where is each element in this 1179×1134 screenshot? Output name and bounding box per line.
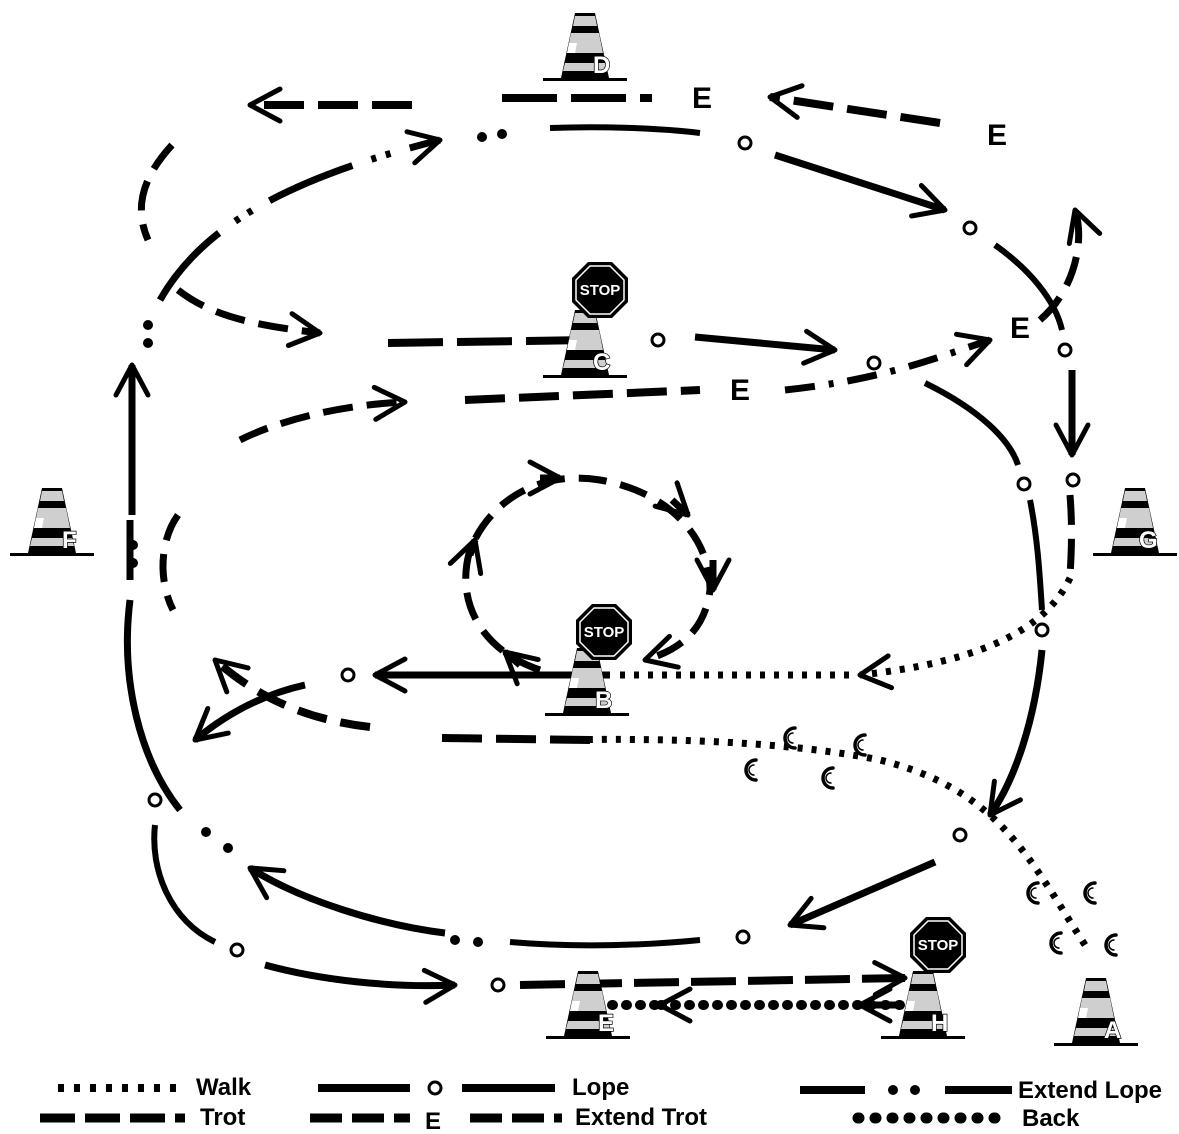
lope-inner-right-down [1027, 499, 1045, 611]
pattern-lines [113, 83, 1103, 1024]
trot-curve-right-e [1037, 207, 1103, 323]
lope-curve-left [123, 599, 183, 813]
cone-d: D [543, 13, 627, 81]
stop-sign-text: STOP [584, 624, 625, 641]
horseshoe-icon [853, 733, 867, 757]
cone-icon [10, 488, 94, 556]
cone-c: C [543, 310, 627, 378]
cone-b: B [545, 648, 629, 716]
horseshoe-icon [1104, 933, 1118, 957]
cone-e: E [546, 971, 630, 1039]
horseshoe-icon [1049, 931, 1063, 955]
cone-icon [1054, 978, 1138, 1046]
trot-curve-lower-c [238, 384, 408, 444]
lope-arrow-c [694, 328, 838, 366]
lope-arrow-bottom-to-e [264, 961, 458, 1005]
trot-circle-arrow-3 [652, 480, 691, 518]
walk-path-a-to-b [559, 735, 1088, 947]
cone-h: H [881, 971, 965, 1039]
trot-circle-arrow-5 [502, 649, 541, 687]
lope-inner-right [923, 380, 1021, 467]
stop-sign-b: STOP [575, 603, 633, 661]
cone-a: A [1054, 978, 1138, 1046]
legend-back-label: Back [1022, 1105, 1080, 1129]
cone-label-d: D [593, 52, 610, 79]
lope-right-curve [993, 242, 1065, 331]
lope-arrow-top-right [773, 151, 948, 219]
cone-label-e: E [598, 1010, 614, 1037]
trot-circle-b [462, 474, 714, 674]
cone-label-c: C [593, 349, 610, 376]
extend-lope-arc-top [156, 129, 443, 302]
cone-icon [543, 13, 627, 81]
trot-curve-left-f [159, 512, 181, 612]
extend-lope-bottom-left [247, 865, 446, 937]
trot-curve-top-left [137, 142, 175, 242]
trot-path-curve-left [212, 657, 371, 731]
legend-extend-trot-label: Extend Trot [575, 1104, 707, 1129]
horseshoe-icon [821, 766, 835, 790]
lope-arrow-from-a-left [787, 858, 937, 931]
cone-f: F [10, 488, 94, 556]
stop-sign-c: STOP [571, 261, 629, 319]
legend-extend-trot-symbol: E [425, 1108, 441, 1129]
extend-trot-lower-c [464, 386, 701, 404]
lope-bottom-middle [509, 937, 701, 949]
horseshoe-icon [783, 726, 797, 750]
lope-curve-bottom-left [151, 824, 217, 945]
cone-label-a: A [1104, 1017, 1121, 1044]
legend-extend-lope-label: Extend Lope [1018, 1077, 1162, 1104]
cone-label-b: B [595, 687, 612, 714]
trot-path-bottom [439, 734, 591, 744]
trot-circle-arrow-1 [447, 537, 484, 577]
horseshoe-icon [1083, 881, 1097, 905]
lope-curve-b-left [192, 681, 306, 743]
walk-right-g-to-b [857, 576, 1074, 691]
cone-label-f: F [62, 527, 77, 554]
extend-trot-marker: E [730, 374, 750, 407]
extend-trot-c [387, 336, 591, 347]
stop-sign-text: STOP [918, 937, 959, 954]
extend-trot-markers: E E E E [692, 82, 1030, 407]
legend-trot-label: Trot [200, 1104, 245, 1129]
extend-trot-top-right [767, 83, 941, 127]
trot-right-g [1066, 494, 1075, 576]
horseshoe-icon [744, 758, 758, 782]
stop-sign-h: STOP [909, 916, 967, 974]
legend-lope-label: Lope [572, 1074, 629, 1101]
lope-arrow-down-to-a [987, 649, 1046, 818]
stop-sign-text: STOP [580, 282, 621, 299]
cone-label-h: H [931, 1010, 948, 1037]
extend-trot-marker: E [987, 119, 1007, 152]
trot-curve-to-c [175, 287, 323, 348]
extend-trot-marker: E [692, 82, 712, 115]
legend: Walk Trot Lope E Extend Trot Extend Lope… [40, 1074, 1162, 1134]
extend-trot-marker: E [1010, 312, 1030, 345]
cone-label-g: G [1139, 527, 1158, 554]
legend-walk-label: Walk [196, 1074, 252, 1101]
lope-top [549, 124, 701, 136]
horseshoe-icon [1026, 881, 1040, 905]
cone-icon [1093, 488, 1177, 556]
cone-g: G [1093, 488, 1177, 556]
